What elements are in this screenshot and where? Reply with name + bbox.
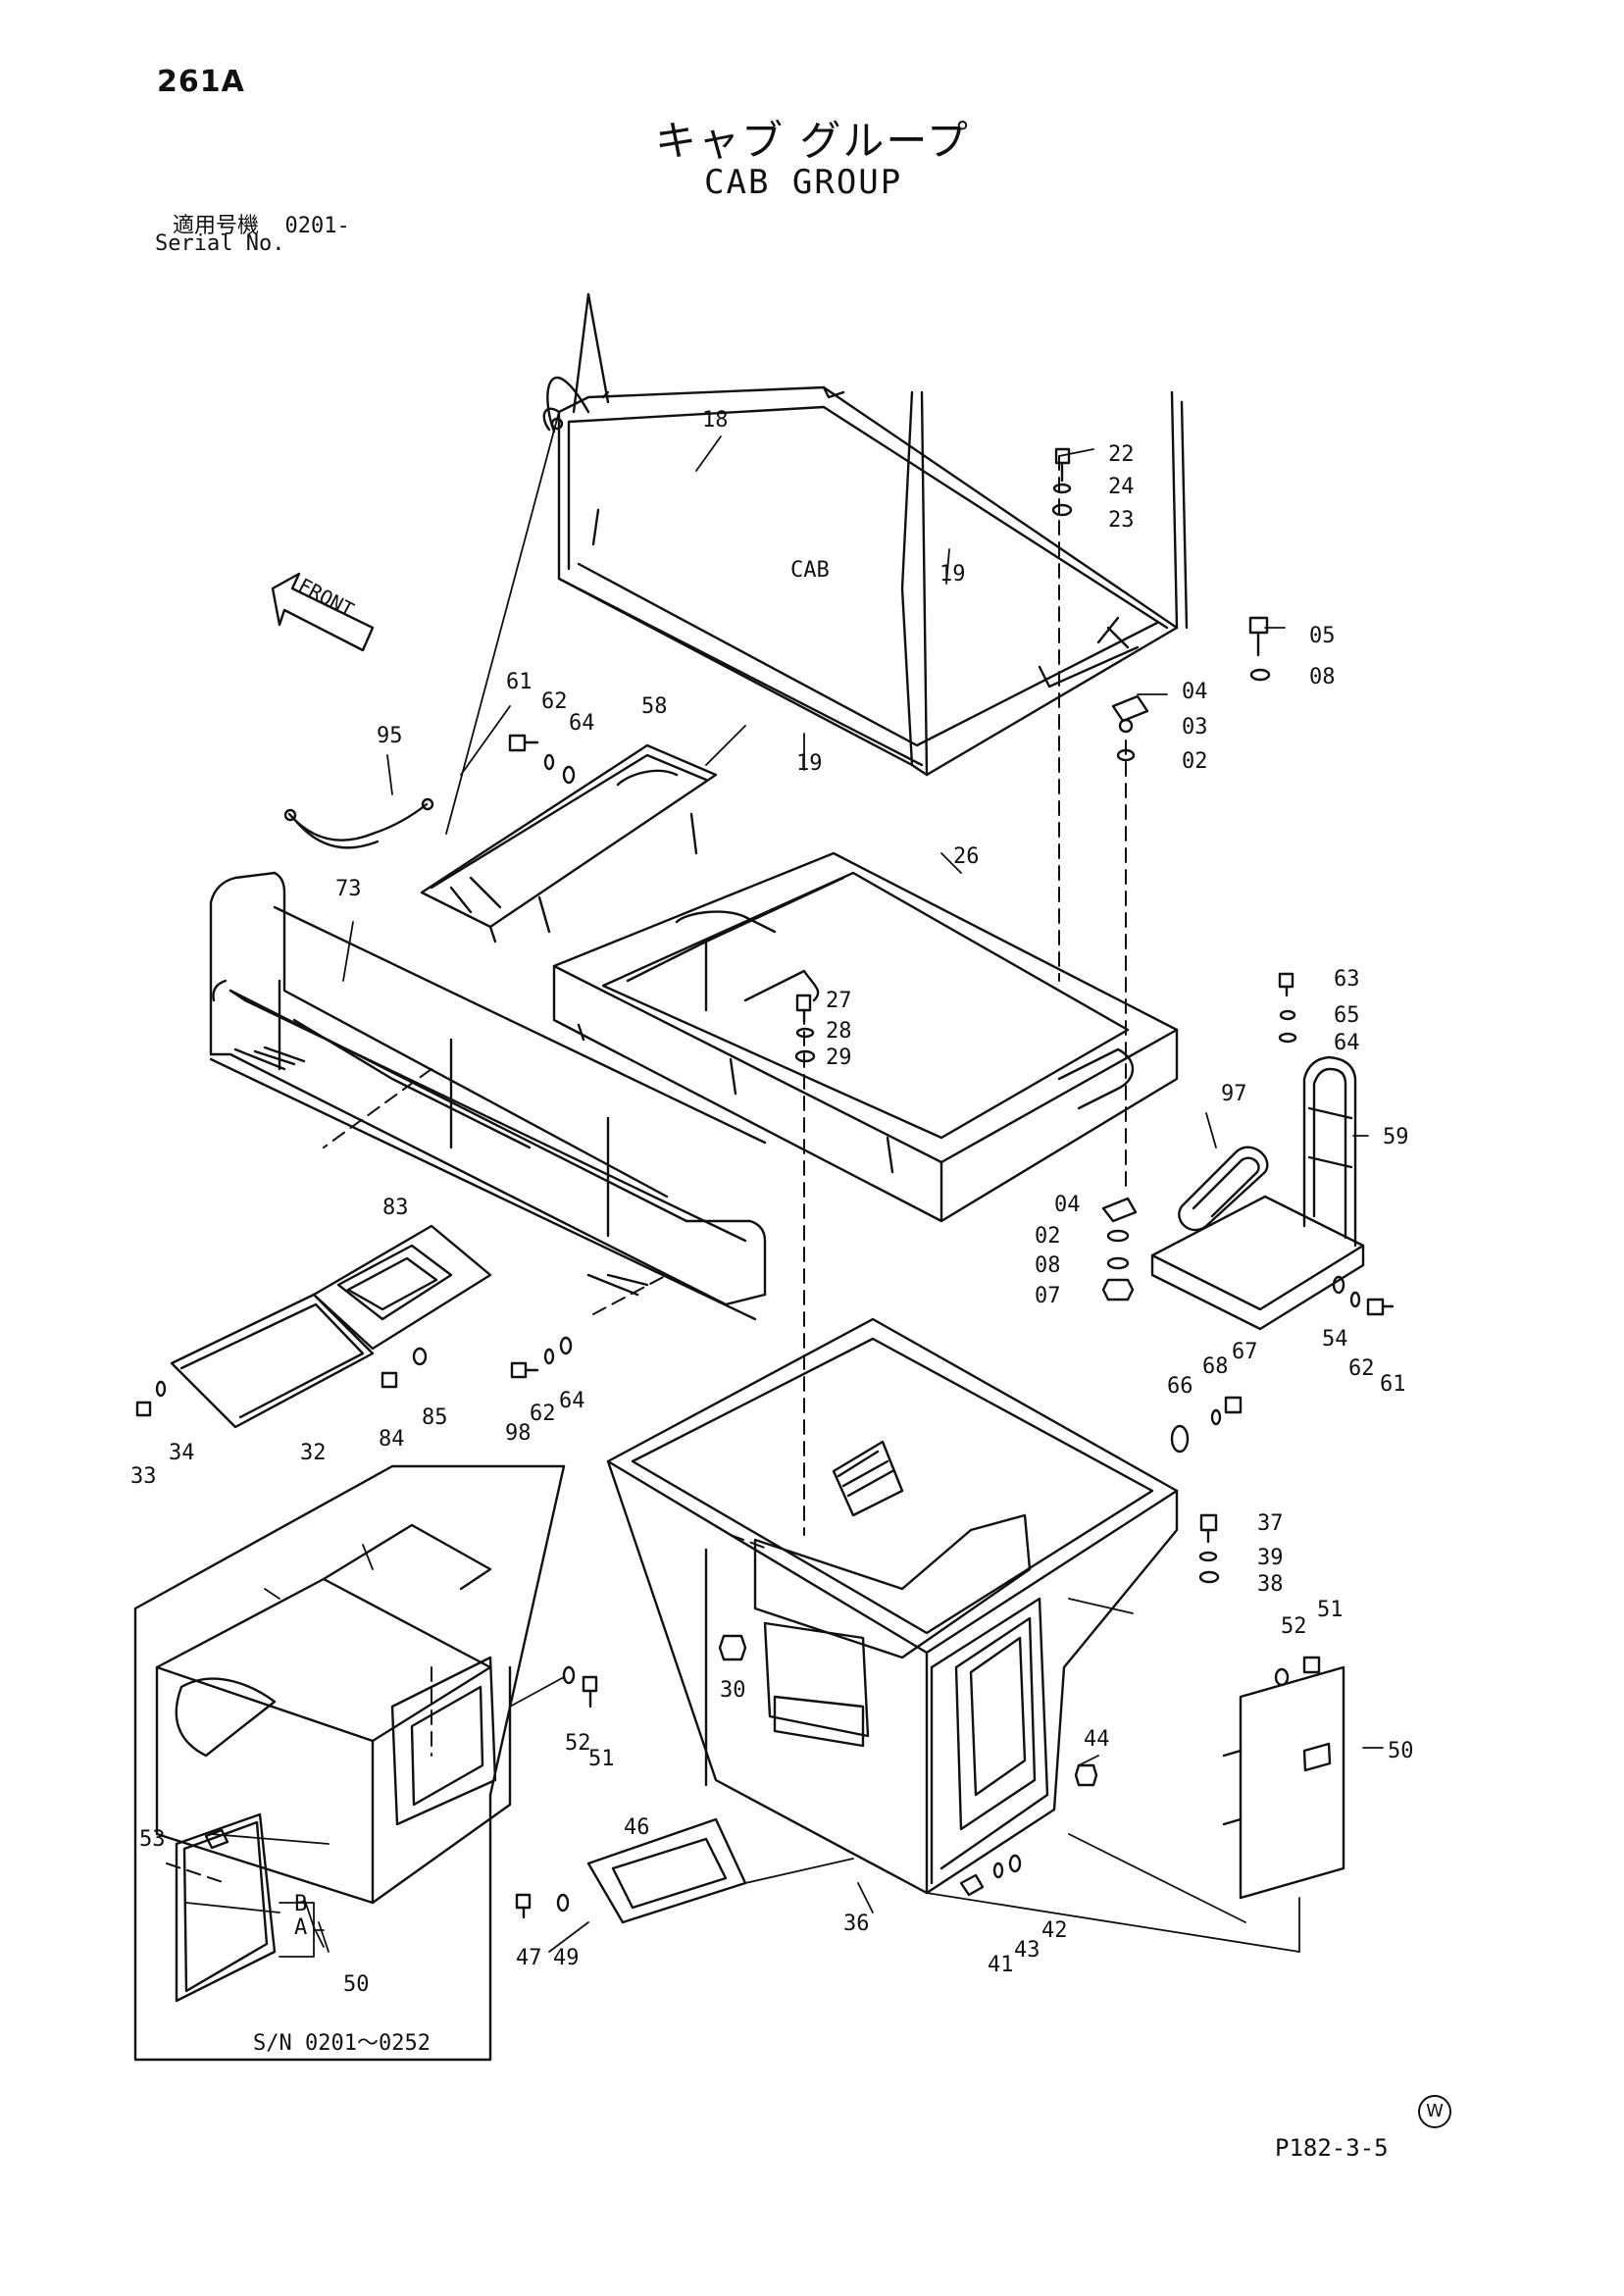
- part-label: 65: [1334, 1003, 1360, 1028]
- part-label: 51: [1317, 1598, 1344, 1622]
- panel-83: [312, 1224, 492, 1351]
- w-mark-icon: W: [1418, 2095, 1451, 2128]
- part-label: A: [294, 1915, 307, 1940]
- part-label: 08: [1035, 1253, 1061, 1278]
- part-label: 36: [843, 1912, 870, 1936]
- part-label: 64: [559, 1389, 585, 1413]
- part-label: 27: [826, 989, 852, 1013]
- part-label: 58: [641, 694, 668, 719]
- part-label: 64: [569, 711, 595, 736]
- leader-lines: [185, 411, 1384, 1953]
- part-label: 37: [1257, 1511, 1284, 1536]
- page-title-japanese: キャブ グループ: [655, 117, 970, 165]
- part-label: 34: [169, 1441, 195, 1465]
- part-label: 22: [1108, 442, 1135, 467]
- part-label: 33: [130, 1464, 157, 1489]
- figure-code: P182-3-5: [1275, 2134, 1389, 2162]
- part-label: 44: [1084, 1727, 1110, 1752]
- part-label: 23: [1108, 508, 1135, 533]
- part-label: 62: [1348, 1356, 1375, 1381]
- part-label: 52: [1281, 1614, 1307, 1639]
- part-label: 02: [1035, 1224, 1061, 1249]
- part-label: 52: [565, 1731, 591, 1756]
- part-label: 53: [139, 1827, 166, 1852]
- part-label: 73: [335, 877, 362, 901]
- part-label: 42: [1041, 1918, 1068, 1943]
- part-label: 03: [1182, 715, 1208, 740]
- part-label: 26: [953, 844, 980, 869]
- step-46: [586, 1817, 747, 1924]
- part-label: 83: [382, 1196, 409, 1220]
- part-label: 50: [1388, 1739, 1414, 1763]
- part-label: 02: [1182, 749, 1208, 774]
- part-label: 08: [1309, 665, 1336, 689]
- step-58: [420, 743, 718, 944]
- part-label: 30: [720, 1678, 746, 1703]
- serial-number-label-jp: 適用号機 0201-: [173, 208, 350, 239]
- chain-95: [283, 797, 434, 849]
- part-label: 62: [541, 689, 568, 714]
- part-label: 68: [1202, 1354, 1229, 1379]
- part-label: 04: [1182, 680, 1208, 704]
- part-label: 67: [1232, 1340, 1258, 1364]
- part-label: 50: [343, 1972, 370, 1997]
- front-label: FRONT: [294, 573, 357, 621]
- left-cover-box: [155, 1523, 512, 2003]
- part-label: 46: [624, 1815, 650, 1840]
- step-59: [1150, 1055, 1365, 1331]
- part-label: B: [294, 1892, 307, 1916]
- part-label: 61: [506, 670, 533, 694]
- assembly-lines: [166, 455, 1127, 1884]
- part-label: 07: [1035, 1284, 1061, 1308]
- part-label: 24: [1108, 475, 1135, 499]
- part-label: 29: [826, 1046, 852, 1070]
- front-arrow-icon: [271, 572, 375, 652]
- part-label: 49: [553, 1946, 580, 1970]
- panel-32: [170, 1293, 375, 1429]
- part-label: 64: [1334, 1031, 1360, 1055]
- part-label: 59: [1383, 1125, 1409, 1149]
- part-label: 39: [1257, 1546, 1284, 1570]
- part-label: 04: [1054, 1193, 1081, 1217]
- part-label: 41: [988, 1953, 1014, 1977]
- gasket-97: [1178, 1146, 1269, 1232]
- part-label: 63: [1334, 967, 1360, 992]
- serial-value: 0201-: [284, 214, 350, 238]
- part-label: 38: [1257, 1572, 1284, 1597]
- cab-body: [542, 292, 1189, 777]
- part-label: 95: [377, 724, 403, 748]
- part-label: 32: [300, 1441, 327, 1465]
- part-label: 19: [939, 562, 966, 587]
- part-label: 05: [1309, 624, 1336, 648]
- part-label: 47: [516, 1946, 542, 1970]
- cab-base-frame-26: [552, 851, 1179, 1223]
- ab-bracket: [279, 1902, 325, 1958]
- part-label: 19: [796, 751, 823, 776]
- serial-number-label-en: Serial No.: [155, 231, 285, 256]
- fasteners: [135, 447, 1395, 1919]
- part-label: 62: [530, 1402, 556, 1426]
- part-label: 97: [1221, 1082, 1247, 1106]
- part-label: 66: [1167, 1374, 1193, 1399]
- cab-mount-box-36: [606, 1317, 1179, 1895]
- part-label: 28: [826, 1019, 852, 1044]
- page-title: CAB GROUP: [704, 163, 903, 202]
- page-number: 261A: [157, 65, 245, 99]
- part-label: 84: [379, 1427, 405, 1452]
- serial-range-label: S/N 0201～0252: [253, 2031, 431, 2056]
- part-label: 18: [702, 408, 729, 433]
- part-label: 61: [1380, 1372, 1406, 1397]
- handrail-73: [209, 871, 767, 1321]
- part-label: 54: [1322, 1327, 1348, 1352]
- part-label: 51: [588, 1747, 615, 1771]
- part-label: 43: [1014, 1938, 1040, 1963]
- door-50: [1222, 1665, 1345, 1900]
- part-label: 98: [505, 1421, 532, 1446]
- serial-label-jp: 適用号機: [173, 214, 260, 238]
- cab-label: CAB: [790, 558, 830, 583]
- part-label: 85: [422, 1405, 448, 1430]
- part-labels: 18 19 19 22 24 23 05 08 04 03 02 95 61 6…: [130, 408, 1414, 1997]
- sn-inset-frame: [133, 1464, 566, 2062]
